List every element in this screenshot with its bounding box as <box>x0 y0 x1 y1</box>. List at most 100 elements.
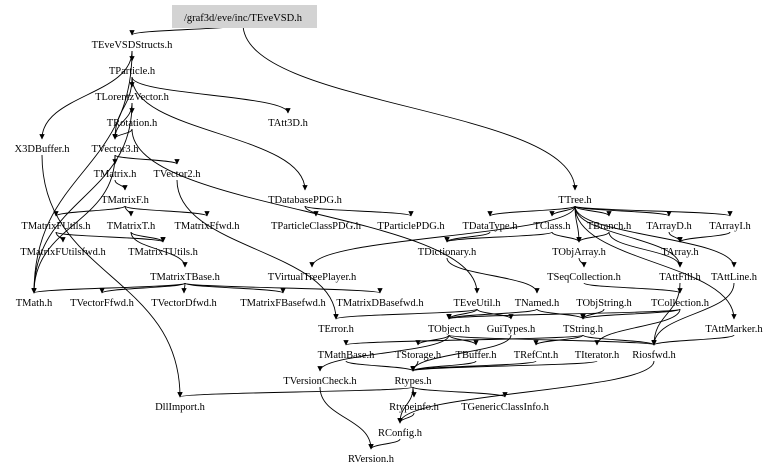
node-tdictionary[interactable]: TDictionary.h <box>418 247 477 258</box>
node-tparticleclasspdg[interactable]: TParticleClassPDG.h <box>271 221 362 232</box>
node-label[interactable]: TObjArray.h <box>552 247 606 258</box>
node-trotation[interactable]: TRotation.h <box>107 118 158 129</box>
node-label[interactable]: TRefCnt.h <box>514 350 559 361</box>
node-label[interactable]: TEveVSDStructs.h <box>92 40 174 51</box>
node-tatt3d[interactable]: TAtt3D.h <box>268 118 308 129</box>
node-tmatrixtutils[interactable]: TMatrixTUtils.h <box>128 247 198 258</box>
node-label[interactable]: TMath.h <box>16 298 53 309</box>
node-tmatrixdbasefwd[interactable]: TMatrixDBasefwd.h <box>336 298 424 309</box>
node-tobjarray[interactable]: TObjArray.h <box>552 247 606 258</box>
node-tvector2[interactable]: TVector2.h <box>154 169 202 180</box>
node-tarrayd[interactable]: TArrayD.h <box>646 221 692 232</box>
node-tstorage[interactable]: TStorage.h <box>395 350 442 361</box>
node-tmatrix[interactable]: TMatrix.h <box>94 169 138 180</box>
node-label[interactable]: TBranch.h <box>587 221 632 232</box>
node-label[interactable]: TArray.h <box>661 247 699 258</box>
node-label[interactable]: TMatrixT.h <box>107 221 156 232</box>
node-tattline[interactable]: TAttLine.h <box>711 272 758 283</box>
node-label[interactable]: TMatrixF.h <box>101 195 150 206</box>
node-tgenericclassinfo[interactable]: TGenericClassInfo.h <box>461 402 550 413</box>
node-label[interactable]: TError.h <box>318 324 355 335</box>
node-label[interactable]: TClass.h <box>533 221 571 232</box>
node-label[interactable]: TAttLine.h <box>711 272 758 283</box>
node-label[interactable]: TVector3.h <box>92 144 140 155</box>
node-tparticlepdg[interactable]: TParticlePDG.h <box>377 221 445 232</box>
node-tdatatype[interactable]: TDataType.h <box>463 221 519 232</box>
node-label[interactable]: TVersionCheck.h <box>283 376 357 387</box>
node-label[interactable]: X3DBuffer.h <box>15 144 71 155</box>
node-label[interactable]: TParticle.h <box>109 66 156 77</box>
node-label[interactable]: TObject.h <box>428 324 471 335</box>
node-tmatrixfutils[interactable]: TMatrixFUtils.h <box>21 221 91 232</box>
node-tmatrixtbase[interactable]: TMatrixTBase.h <box>150 272 220 283</box>
node-tmatrixf[interactable]: TMatrixF.h <box>101 195 150 206</box>
node-label[interactable]: TMatrixDBasefwd.h <box>336 298 424 309</box>
node-label[interactable]: Rtypes.h <box>394 376 432 387</box>
node-tcollection[interactable]: TCollection.h <box>651 298 710 309</box>
node-tversioncheck[interactable]: TVersionCheck.h <box>283 376 357 387</box>
node-label[interactable]: TVirtualTreePlayer.h <box>268 272 357 283</box>
node-label[interactable]: TArrayD.h <box>646 221 692 232</box>
node-tvirtualtreeplayer[interactable]: TVirtualTreePlayer.h <box>268 272 357 283</box>
node-tparticle[interactable]: TParticle.h <box>109 66 156 77</box>
node-label[interactable]: RConfig.h <box>378 428 423 439</box>
node-ttree[interactable]: TTree.h <box>558 195 592 206</box>
node-label[interactable]: TMatrixFUtils.h <box>21 221 91 232</box>
node-label[interactable]: TMatrixFUtilsfwd.h <box>20 247 106 258</box>
node-tstring[interactable]: TString.h <box>563 324 604 335</box>
node-label[interactable]: TLorentzVector.h <box>95 92 170 103</box>
node-label[interactable]: TDataType.h <box>463 221 519 232</box>
node-terror[interactable]: TError.h <box>318 324 355 335</box>
node-label[interactable]: TMatrixFBasefwd.h <box>240 298 326 309</box>
node-label[interactable]: TDictionary.h <box>418 247 477 258</box>
node-x3dbuffer[interactable]: X3DBuffer.h <box>15 144 71 155</box>
node-label[interactable]: TMatrixFfwd.h <box>174 221 240 232</box>
node-label[interactable]: TMatrix.h <box>94 169 138 180</box>
node-tlorentzvector[interactable]: TLorentzVector.h <box>95 92 170 103</box>
node-label[interactable]: TMatrixTUtils.h <box>128 247 198 258</box>
node-tmathbase[interactable]: TMathBase.h <box>318 350 376 361</box>
node-label[interactable]: TAttMarker.h <box>705 324 763 335</box>
node-titerator[interactable]: TIterator.h <box>575 350 620 361</box>
node-dllimport[interactable]: DllImport.h <box>155 402 206 413</box>
node-tbranch[interactable]: TBranch.h <box>587 221 632 232</box>
node-tobject[interactable]: TObject.h <box>428 324 471 335</box>
node-label[interactable]: TMatrixTBase.h <box>150 272 220 283</box>
node-trefcnt[interactable]: TRefCnt.h <box>514 350 559 361</box>
node-root[interactable]: /graf3d/eve/inc/TEveVSD.h <box>172 5 317 28</box>
node-riosfwd[interactable]: Riosfwd.h <box>632 350 676 361</box>
node-label[interactable]: TParticleClassPDG.h <box>271 221 362 232</box>
node-label[interactable]: TVector2.h <box>154 169 202 180</box>
node-tarrayi[interactable]: TArrayI.h <box>709 221 751 232</box>
node-tmatrixffwd[interactable]: TMatrixFfwd.h <box>174 221 240 232</box>
node-label[interactable]: TIterator.h <box>575 350 620 361</box>
node-tevevsdstructs[interactable]: TEveVSDStructs.h <box>92 40 174 51</box>
node-label[interactable]: Rtypeinfo.h <box>389 402 440 413</box>
node-teveutil[interactable]: TEveUtil.h <box>454 298 502 309</box>
node-label[interactable]: TVectorDfwd.h <box>151 298 217 309</box>
node-label[interactable]: TAtt3D.h <box>268 118 308 129</box>
node-tvectorffwd[interactable]: TVectorFfwd.h <box>70 298 135 309</box>
node-rconfig[interactable]: RConfig.h <box>378 428 423 439</box>
node-tarray[interactable]: TArray.h <box>661 247 699 258</box>
node-tattmarker[interactable]: TAttMarker.h <box>705 324 763 335</box>
node-tseqcollection[interactable]: TSeqCollection.h <box>547 272 622 283</box>
node-tnamed[interactable]: TNamed.h <box>515 298 560 309</box>
node-rtypeinfo[interactable]: Rtypeinfo.h <box>389 402 440 413</box>
node-label[interactable]: TStorage.h <box>395 350 442 361</box>
node-label[interactable]: TVectorFfwd.h <box>70 298 135 309</box>
node-label[interactable]: TMathBase.h <box>318 350 376 361</box>
node-label[interactable]: TEveUtil.h <box>454 298 502 309</box>
node-label[interactable]: TBuffer.h <box>456 350 498 361</box>
node-label[interactable]: TArrayI.h <box>709 221 751 232</box>
node-label[interactable]: TDatabasePDG.h <box>268 195 343 206</box>
node-guitypes[interactable]: GuiTypes.h <box>487 324 536 335</box>
node-label[interactable]: TObjString.h <box>576 298 632 309</box>
node-label[interactable]: TTree.h <box>558 195 592 206</box>
node-label[interactable]: DllImport.h <box>155 402 206 413</box>
node-label[interactable]: Riosfwd.h <box>632 350 676 361</box>
node-label[interactable]: RVersion.h <box>348 454 395 465</box>
node-label[interactable]: GuiTypes.h <box>487 324 536 335</box>
node-tmath[interactable]: TMath.h <box>16 298 53 309</box>
node-tmatrixt[interactable]: TMatrixT.h <box>107 221 156 232</box>
